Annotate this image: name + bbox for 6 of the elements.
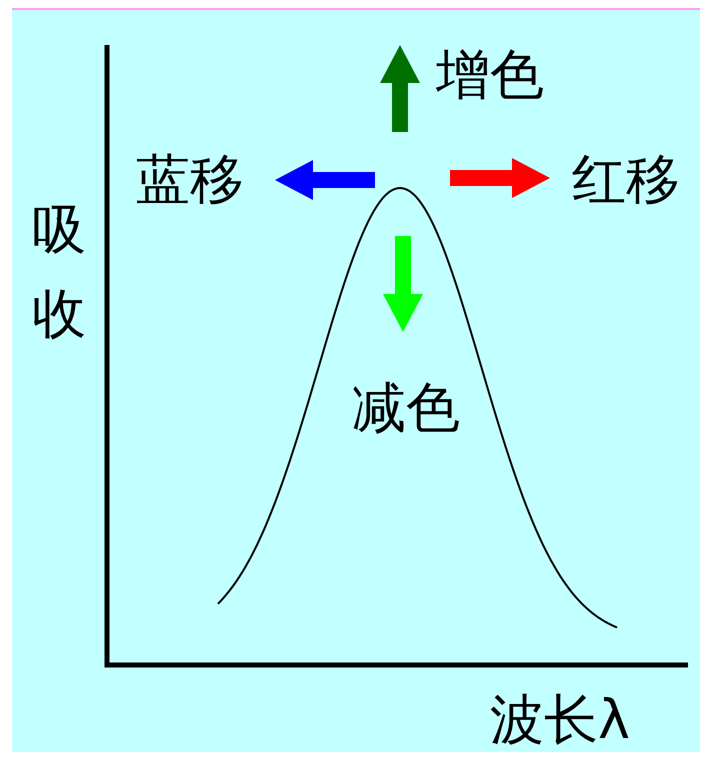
shift-label: 增色	[436, 45, 544, 105]
shift-label: 红移	[572, 150, 680, 210]
shift-label: 蓝移	[136, 150, 244, 210]
shift-label: 减色	[352, 378, 460, 438]
x-axis-label: 波长λ	[490, 690, 630, 750]
y-axis-label: 吸收	[32, 197, 87, 347]
